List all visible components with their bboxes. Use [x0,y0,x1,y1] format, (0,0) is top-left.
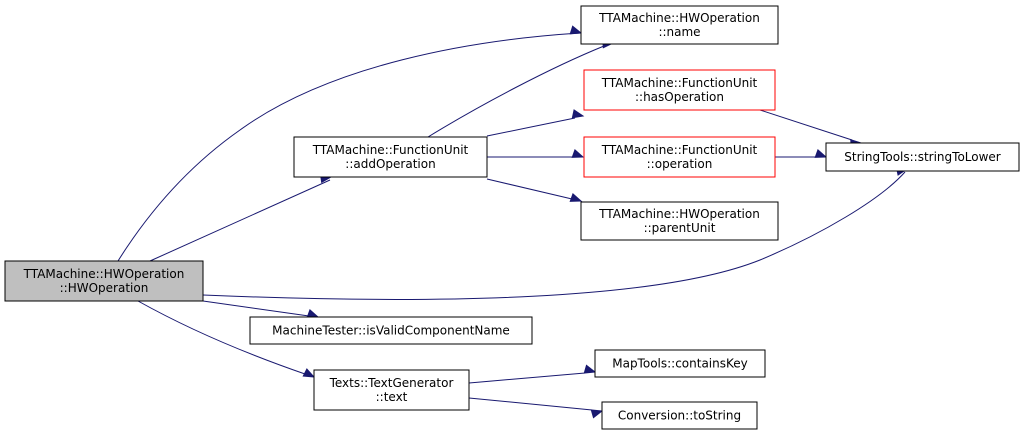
node-box [4,260,204,302]
node-box [594,349,766,378]
node-map-contains[interactable]: MapTools::containsKey [594,349,766,378]
arrowhead-icon [571,149,585,158]
node-str-lower[interactable]: StringTools::stringToLower [825,142,1020,172]
node-box [583,69,776,111]
node-label-line: MachineTester::isValidComponentName [272,324,510,338]
node-label-line: StringTools::stringToLower [844,150,1001,164]
node-label-line: Texts::TextGenerator [329,376,454,390]
edge-hwop_ctor-to-tg_text [137,300,316,378]
edge-line [427,45,605,138]
edge-line [202,300,317,318]
arrowhead-icon [571,109,585,119]
edge-line [759,109,853,141]
node-hwop-parent[interactable]: TTAMachine::HWOperation::parentUnit [580,201,779,241]
node-label-line: ::name [658,25,700,39]
edge-fu_op-to-str_lower [775,149,828,158]
arrowhead-icon [569,193,583,202]
arrowhead-icon [814,149,828,158]
arrowhead-icon [302,368,316,378]
node-label-line: ::hasOperation [635,90,724,104]
edge-line [137,300,306,375]
edge-tg_text-to-map_contains [468,364,597,384]
node-box [580,201,779,241]
node-hwop-name[interactable]: TTAMachine::HWOperation::name [580,5,779,45]
edge-hwop_ctor-to-str_lower [202,166,909,300]
node-label-line: MapTools::containsKey [612,357,748,371]
node-label-line: TTAMachine::HWOperation [598,207,760,221]
node-label-line: ::text [376,390,408,404]
arrowhead-icon [569,25,583,35]
edge-fu_addop-to-fu_hasop [486,109,585,137]
node-hwop-ctor[interactable]: TTAMachine::HWOperation::HWOperation [4,260,204,302]
node-label-line: ::parentUnit [644,221,716,235]
node-fu-addop[interactable]: TTAMachine::FunctionUnit::addOperation [293,136,488,178]
node-fu-op[interactable]: TTAMachine::FunctionUnit::operation [583,136,776,178]
edge-line [486,117,576,137]
edge-line [117,32,581,262]
edge-line [468,397,593,411]
node-conv-tostr[interactable]: Conversion::toString [601,401,758,430]
edge-hwop_ctor-to-mt_valid [202,300,320,318]
node-box [313,369,470,411]
node-label-line: ::addOperation [345,157,435,171]
edge-hwop_ctor-to-fu_addop [149,173,333,262]
nodes-layer: TTAMachine::HWOperation::HWOperationTTAM… [4,5,1020,430]
edge-fu_addop-to-fu_op [487,149,585,158]
node-box [293,136,488,178]
node-box [825,142,1020,172]
node-label-line: ::operation [647,157,713,171]
node-label-line: ::HWOperation [60,281,149,295]
node-label-line: TTAMachine::HWOperation [23,267,185,281]
node-mt-valid[interactable]: MachineTester::isValidComponentName [249,316,533,345]
edges-layer [117,25,909,419]
edge-line [202,171,906,300]
edge-fu_addop-to-hwop_parent [486,178,583,202]
node-box [601,401,758,430]
edge-line [468,372,586,384]
edge-tg_text-to-conv_tostr [468,397,604,419]
node-label-line: TTAMachine::FunctionUnit [601,143,758,157]
node-box [580,5,779,45]
node-label-line: TTAMachine::HWOperation [598,11,760,25]
node-fu-hasop[interactable]: TTAMachine::FunctionUnit::hasOperation [583,69,776,111]
node-label-line: TTAMachine::FunctionUnit [312,143,469,157]
arrowhead-icon [590,409,604,419]
edge-hwop_ctor-to-hwop_name [117,25,583,262]
node-tg-text[interactable]: Texts::TextGenerator::text [313,369,470,411]
node-label-line: TTAMachine::FunctionUnit [601,76,758,90]
node-label-line: Conversion::toString [618,409,741,423]
edge-line [486,178,573,200]
edge-line [149,179,331,262]
node-box [583,136,776,178]
arrowhead-icon [306,309,320,318]
node-box [249,316,533,345]
arrowhead-icon [583,364,597,374]
